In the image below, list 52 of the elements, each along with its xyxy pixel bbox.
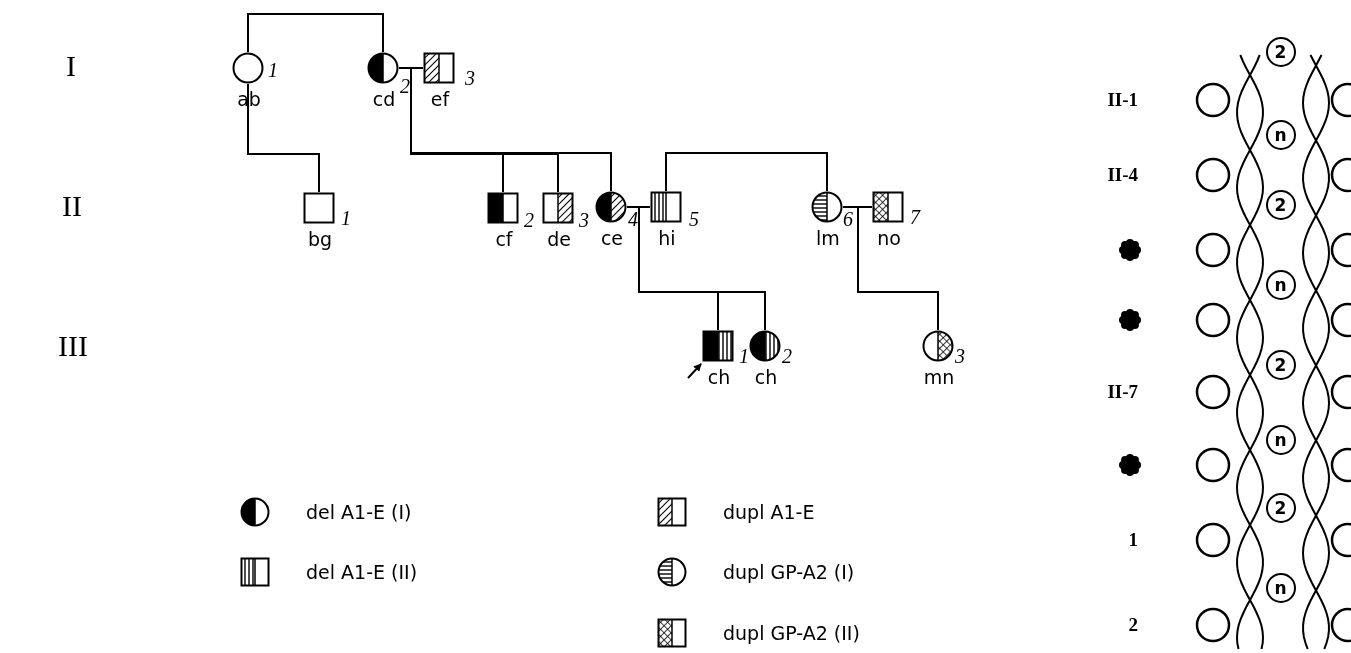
individual-number: 5 — [689, 209, 699, 229]
row-label: II-7 — [1106, 381, 1138, 403]
individual-number: 7 — [910, 207, 920, 227]
genotype-label: bg — [307, 228, 333, 250]
circled-letter: 2 — [1265, 492, 1296, 523]
legend-text: dupl GP-A2 (I) — [723, 560, 855, 584]
individual-number: 1 — [268, 60, 278, 80]
legend-text: del A1-E (II) — [306, 560, 418, 584]
genotype-label: ch — [707, 366, 731, 388]
genotype-label: cf — [495, 228, 513, 250]
individual-number: 3 — [465, 68, 475, 88]
genotype-label: no — [877, 227, 901, 249]
genotype-label: cd — [372, 88, 396, 110]
genotype-label: ce — [600, 227, 624, 249]
genotype-label: ch — [754, 366, 778, 388]
circled-letter: n — [1265, 119, 1296, 150]
circled-letter: n — [1265, 424, 1296, 455]
genotype-label: mn — [923, 366, 955, 388]
genotype-label: hi — [658, 227, 676, 249]
row-label: 1 — [1127, 529, 1138, 551]
individual-number: 3 — [579, 210, 589, 230]
proband-arrow — [687, 363, 702, 379]
generation-label: III — [58, 330, 88, 362]
generation-label: II — [62, 190, 82, 222]
individual-number: 4 — [628, 209, 638, 229]
legend-text: dupl A1-E — [723, 500, 815, 524]
circled-letter: 2 — [1265, 349, 1296, 380]
pedigree-line — [247, 13, 384, 53]
pedigree-line — [247, 83, 320, 193]
legend-text: del A1-E (I) — [306, 500, 412, 524]
individual-number: 1 — [739, 346, 749, 366]
genotype-label: lm — [816, 227, 840, 249]
individual-number: 1 — [341, 208, 351, 228]
individual-number: 2 — [782, 346, 792, 366]
pedigree-line — [842, 206, 939, 331]
genotype-label: de — [547, 228, 571, 250]
generation-label: I — [66, 50, 76, 82]
circled-letter: 2 — [1265, 36, 1296, 67]
genotype-label: ef — [430, 88, 450, 110]
pedigree-line — [398, 67, 612, 192]
circled-letter: n — [1265, 572, 1296, 603]
row-label: II-1 — [1106, 89, 1138, 111]
pedigree-line — [665, 152, 828, 192]
circled-letter: 2 — [1265, 189, 1296, 220]
row-label: II-4 — [1106, 164, 1138, 186]
circled-letter: n — [1265, 269, 1296, 300]
individual-number: 6 — [843, 209, 853, 229]
individual-number: 2 — [400, 76, 410, 96]
row-label: 2 — [1127, 614, 1138, 636]
legend-text: dupl GP-A2 (II) — [723, 621, 860, 645]
individual-number: 3 — [955, 346, 965, 366]
individual-number: 2 — [524, 210, 534, 230]
